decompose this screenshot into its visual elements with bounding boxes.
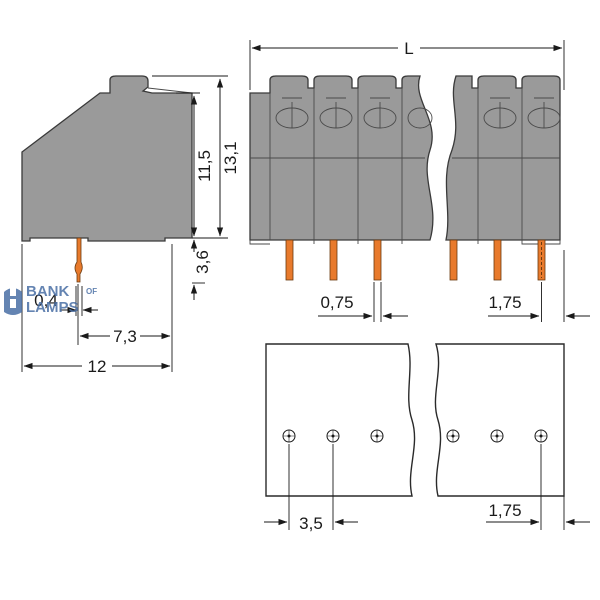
dim-depth: 12 bbox=[88, 357, 107, 376]
front-view-pins bbox=[285, 239, 546, 281]
side-view-lid-edge bbox=[147, 87, 193, 94]
side-view: 11,5 13,1 3,6 0,4 7,3 12 bbox=[21, 75, 240, 376]
footprint-holes bbox=[282, 429, 548, 443]
dim-pin-length: 3,6 bbox=[193, 250, 212, 274]
dim-pin-width: 0,75 bbox=[320, 293, 353, 312]
dim-height-upper: 11,5 bbox=[195, 150, 214, 182]
footprint-outline-right bbox=[434, 343, 565, 497]
lighthouse-icon bbox=[4, 288, 22, 315]
logo-of: OF bbox=[86, 287, 97, 296]
dim-total-length: L bbox=[404, 39, 413, 58]
dim-pin-thickness: 0,4 bbox=[34, 291, 58, 310]
front-view: L 0,75 1,75 bbox=[249, 36, 590, 322]
logo-line-1: BANK bbox=[26, 283, 69, 300]
dim-pitch: 3,5 bbox=[299, 514, 323, 533]
dim-pin-offset: 7,3 bbox=[113, 327, 137, 346]
dim-edge-pitch-bottom: 1,75 bbox=[488, 501, 521, 520]
footprint-outline-left bbox=[265, 343, 416, 497]
dim-height-total: 13,1 bbox=[221, 141, 240, 174]
watermark-logo: BANK OF LAMPS bbox=[4, 283, 97, 316]
front-view-openings bbox=[275, 97, 561, 129]
side-view-housing bbox=[21, 75, 193, 242]
logo-line-2: LAMPS bbox=[26, 299, 79, 316]
side-view-pin bbox=[74, 237, 83, 283]
dim-edge-pitch-top: 1,75 bbox=[488, 293, 521, 312]
footprint-view: 3,5 1,75 bbox=[264, 343, 590, 533]
